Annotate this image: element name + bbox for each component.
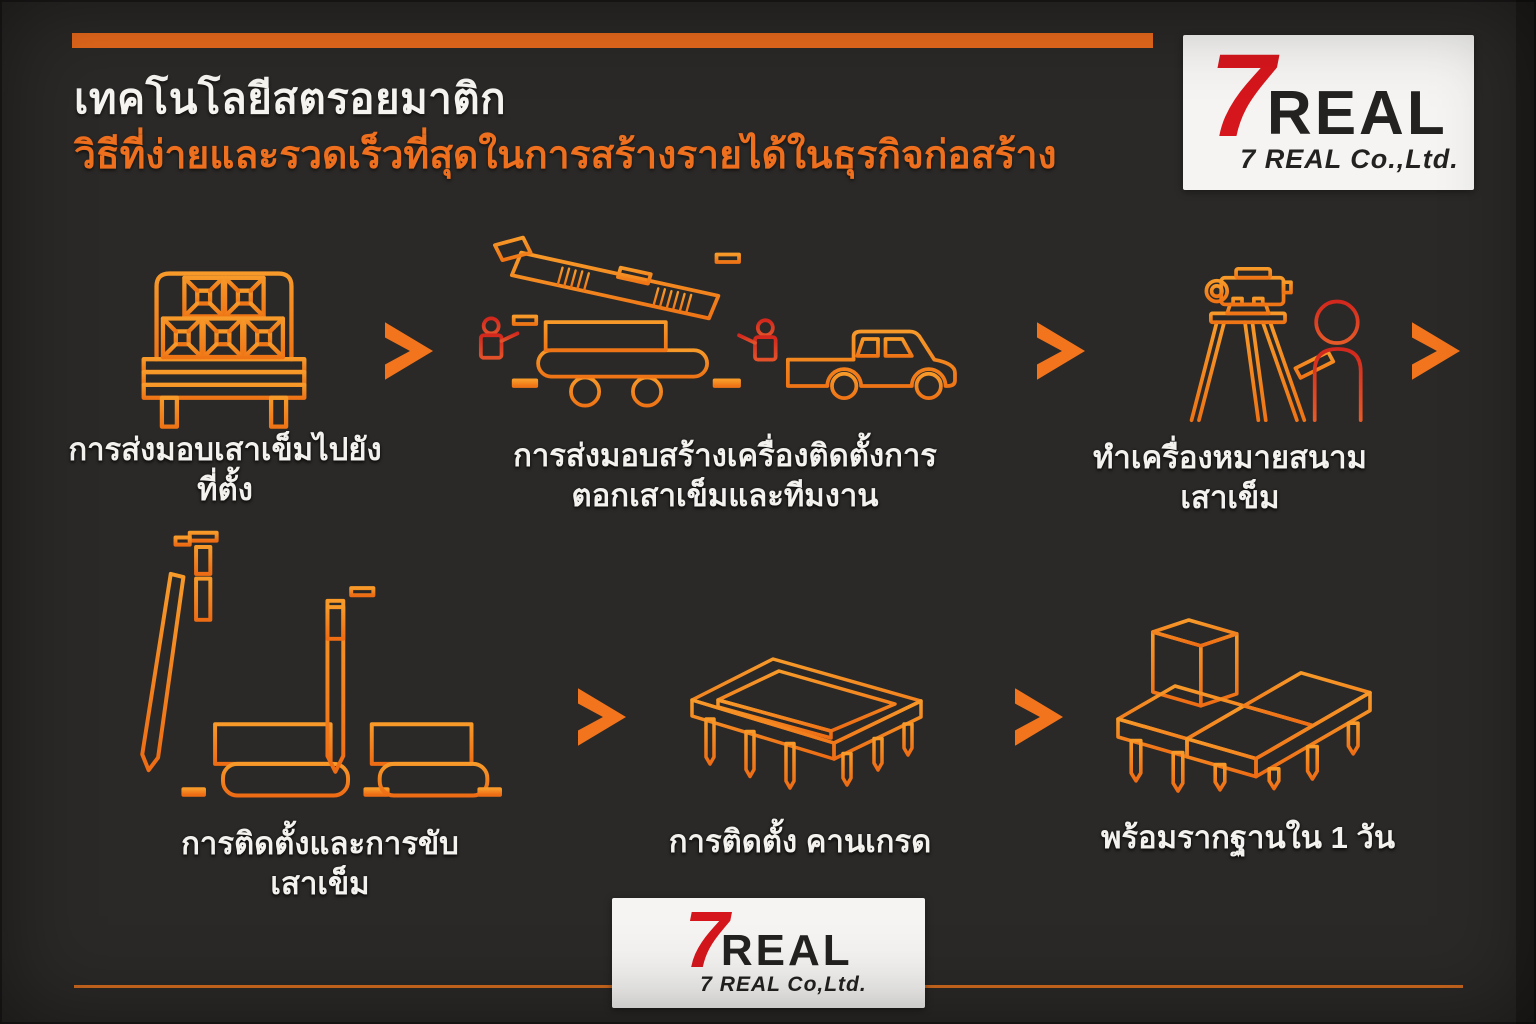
page-title: เทคโนโลยีสตรอยมาติก xyxy=(74,75,507,122)
logo-seven-digit: 7 xyxy=(684,895,729,985)
logo-seven-digit: 7 xyxy=(1209,29,1275,162)
grade-beam-icon xyxy=(688,652,928,812)
step-caption-1: การส่งมอบเสาเข็มไปยัง ที่ตั้ง xyxy=(68,432,382,507)
logo-company-name: 7 REAL Co,Ltd. xyxy=(700,972,867,996)
logo-brand-name: REAL xyxy=(720,926,853,976)
arrow-right-icon xyxy=(1015,688,1063,746)
step-caption-3: ทำเครื่องหมายสนาม เสาเข็ม xyxy=(1093,440,1367,515)
step-caption-6: พร้อมรากฐานใน 1 วัน xyxy=(1100,820,1396,855)
arrow-right-icon xyxy=(385,322,433,380)
step-caption-2: การส่งมอบสร้างเครื่องติดตั้งการ ตอกเสาเข… xyxy=(513,438,937,513)
arrow-right-icon xyxy=(578,688,626,746)
right-edge-shade xyxy=(1516,0,1536,1024)
logo-lockup: 7 REAL xyxy=(684,895,853,985)
top-accent-bar xyxy=(72,33,1153,48)
company-logo-bottom: 7 REAL 7 REAL Co,Ltd. xyxy=(612,898,925,1008)
logo-brand-name: REAL xyxy=(1266,78,1448,148)
foundation-icon xyxy=(1116,596,1376,794)
step-caption-4: การติดตั้งและการขับ เสาเข็ม xyxy=(181,826,459,901)
machine-delivery-icon xyxy=(463,230,970,418)
arrow-right-icon xyxy=(1037,322,1085,380)
step-caption-5: การติดตั้ง คานเกรด xyxy=(668,824,932,859)
logo-lockup: 7 REAL xyxy=(1209,29,1448,162)
logo-company-name: 7 REAL Co.,Ltd. xyxy=(1240,144,1459,175)
company-logo-top: 7 REAL 7 REAL Co.,Ltd. xyxy=(1183,35,1474,190)
survey-marking-icon xyxy=(1150,248,1380,441)
pile-stack-icon xyxy=(133,250,315,432)
arrow-right-icon xyxy=(1412,322,1460,380)
page-subtitle: วิธีที่ง่ายและรวดเร็วที่สุดในการสร้างราย… xyxy=(74,134,1057,177)
pile-driving-icon xyxy=(128,528,502,805)
